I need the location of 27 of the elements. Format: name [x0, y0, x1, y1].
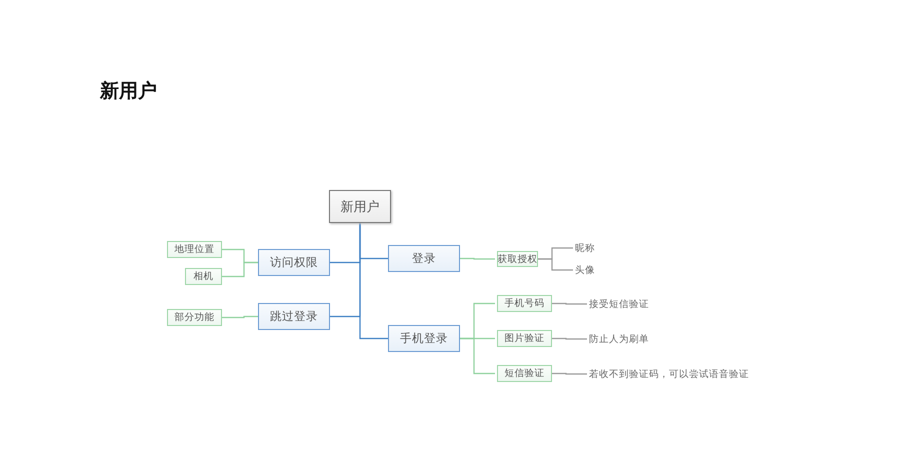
- note-text: 防止人为刷单: [589, 332, 679, 346]
- connector-line: [359, 223, 388, 340]
- subtopic-box: 获取授权: [497, 251, 538, 267]
- subtopic-box: 相机: [185, 268, 222, 285]
- root-topic-box: 新用户: [329, 190, 391, 223]
- connector-line: [552, 372, 587, 375]
- topic-box: 跳过登录: [258, 303, 330, 330]
- subtopic-box: 图片验证: [497, 330, 552, 347]
- connector-line: [222, 316, 258, 318]
- subtopic-box: 部分功能: [167, 309, 222, 326]
- note-text: 头像: [575, 263, 615, 277]
- connector-line: [552, 302, 587, 305]
- topic-box: 登录: [388, 245, 460, 272]
- note-text: 接受短信验证: [589, 297, 679, 311]
- topic-box: 访问权限: [258, 249, 330, 276]
- connector-line: [460, 338, 495, 374]
- subtopic-box: 手机号码: [497, 295, 552, 312]
- connector-line: [538, 258, 573, 271]
- note-text: 若收不到验证码，可以尝试语音验证: [589, 367, 759, 381]
- subtopic-box: 短信验证: [497, 365, 552, 382]
- connector-line: [222, 262, 258, 278]
- connector-line: [552, 338, 587, 340]
- subtopic-box: 地理位置: [167, 241, 222, 258]
- topic-box: 手机登录: [388, 325, 460, 352]
- diagram-title: 新用户: [100, 79, 157, 104]
- connector-line: [460, 258, 495, 260]
- note-text: 昵称: [575, 241, 615, 255]
